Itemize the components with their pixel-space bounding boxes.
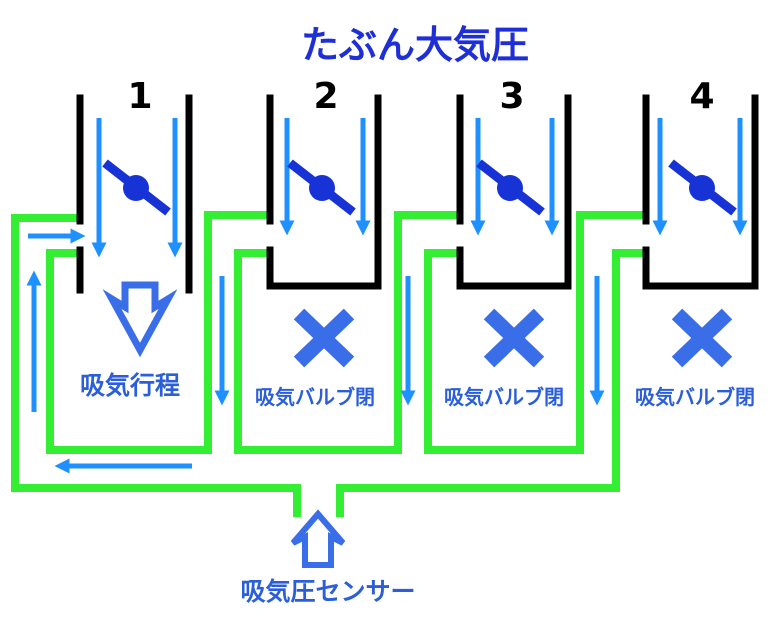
throttle-valve-4 [668, 159, 737, 216]
cross-icon-3 [483, 308, 545, 368]
cylinder-label-3: 吸気バルブ閉 [444, 385, 564, 409]
inflow-arrows [91, 118, 748, 258]
sensor-label: 吸気圧センサー [240, 577, 415, 606]
cross-icon-2 [293, 308, 355, 368]
throttle-valves [102, 159, 737, 216]
throttle-valve-2 [287, 159, 356, 216]
closed-valve-marks [293, 308, 733, 368]
cylinder-1-walls [76, 94, 193, 294]
cylinder-number-2: 2 [313, 76, 338, 117]
intake-manifold [11, 211, 648, 517]
cylinder-4-walls [642, 94, 759, 290]
cylinder-walls [76, 94, 759, 294]
cylinder-label-4: 吸気バルブ閉 [635, 385, 755, 409]
cylinder-label-2: 吸気バルブ閉 [255, 385, 375, 409]
cylinder-number-3: 3 [499, 76, 524, 117]
cylinder-2-walls [266, 94, 382, 290]
throttle-valve-3 [476, 159, 545, 216]
cylinder-label-1: 吸気行程 [80, 371, 180, 400]
diagram-title: たぶん大気圧 [301, 23, 529, 67]
cylinder-number-1: 1 [127, 76, 152, 117]
intake-stroke-arrow-icon [102, 281, 178, 358]
cylinder-3-walls [456, 94, 572, 290]
cross-icon-4 [671, 308, 733, 368]
cylinder-number-4: 4 [689, 76, 714, 117]
duct-flow-arrows [26, 228, 605, 474]
throttle-valve-1 [102, 159, 171, 216]
sensor-arrow-icon [290, 509, 346, 568]
